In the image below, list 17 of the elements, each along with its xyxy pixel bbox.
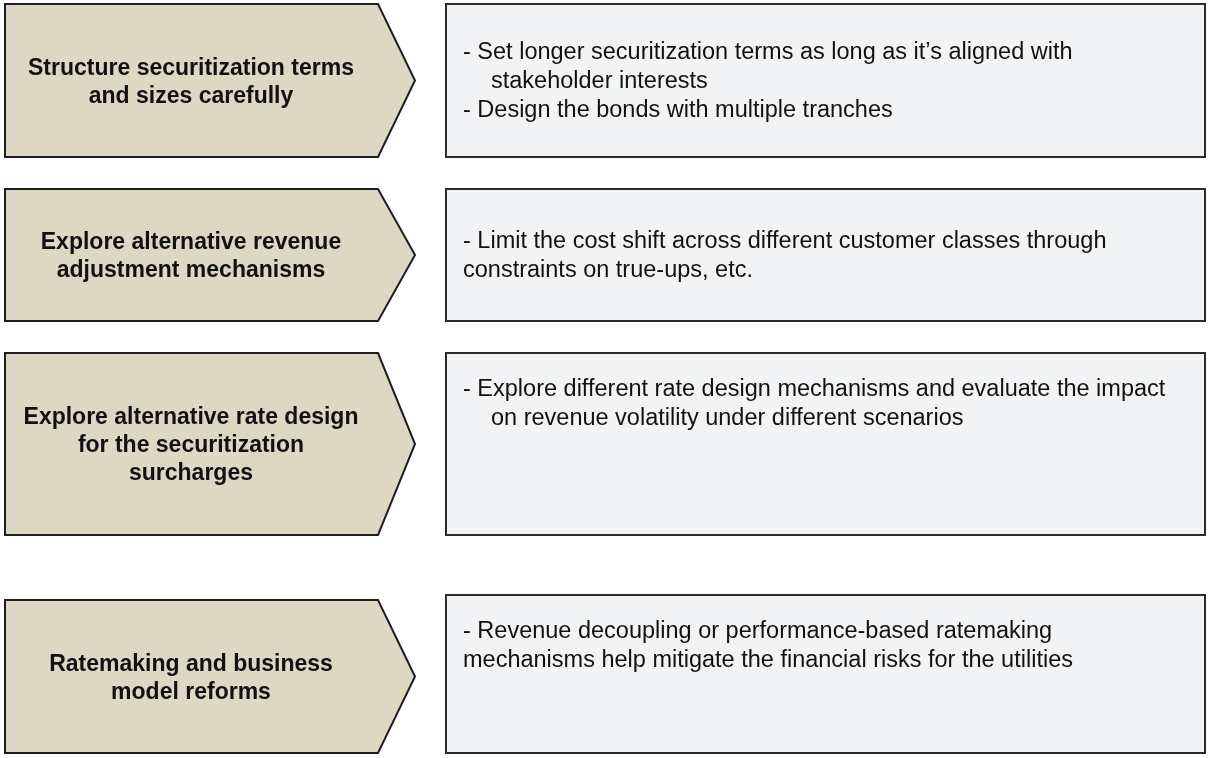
step-title: Explore alternative revenue adjustment mechanisms [39, 227, 343, 283]
bullet-text: - Revenue decoupling or performance-based ratemaking mechanisms help mitigate the financial risks for the utilities [463, 616, 1074, 674]
bullet-text: - Set longer securitization terms as long as it’s aligned with stakeholder interests [463, 37, 1074, 95]
chevron-shape [4, 352, 416, 536]
step-title: Ratemaking and business model reforms [48, 648, 334, 705]
description-box [445, 352, 1206, 536]
bullet-text: - Explore different rate design mechanisms and evaluate the impact on revenue volatility under different scenarios [463, 374, 1167, 432]
chevron-shape [4, 188, 416, 322]
description-box [445, 594, 1206, 754]
description-box [445, 3, 1206, 158]
chevron-shape [4, 3, 416, 158]
bullet-text: - Design the bonds with multiple tranches [463, 95, 894, 124]
chevron-shape [4, 599, 416, 754]
bullet-text: - Limit the cost shift across different customer classes through constraints on true-ups, etc. [463, 226, 1108, 284]
step-title: Structure securitization terms and sizes carefully [27, 52, 355, 109]
description-box [445, 188, 1206, 322]
step-title: Explore alternative rate design for the securitization surcharges [22, 402, 360, 486]
